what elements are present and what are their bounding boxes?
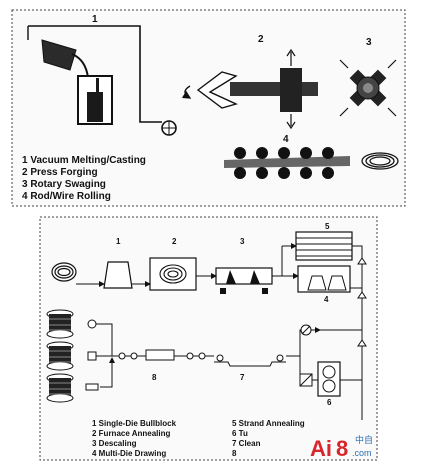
spool-3 bbox=[46, 373, 74, 403]
watermark-cn: 中自 bbox=[355, 434, 373, 445]
fig2-step-2: 2 bbox=[172, 237, 177, 246]
upper-process-line bbox=[76, 243, 367, 420]
wire-coil bbox=[361, 152, 399, 170]
fig1-step-2: 2 bbox=[258, 34, 264, 45]
fig2-step-6: 6 bbox=[327, 398, 332, 407]
fig1-legend-1: 1 Vacuum Melting/Casting bbox=[22, 155, 146, 166]
fig1-step-1: 1 bbox=[92, 14, 98, 25]
fig2-legend-5: 5 Strand Annealing bbox=[232, 419, 305, 428]
fig2-step-7: 7 bbox=[240, 373, 245, 382]
fig2-legend-7: 7 Clean bbox=[232, 439, 261, 448]
fig2-step-4: 4 bbox=[324, 295, 329, 304]
watermark-logo: Ai 8 中自 .com bbox=[310, 434, 373, 461]
tube-cleaning-unit bbox=[317, 361, 341, 397]
vacuum-melting-chamber bbox=[27, 25, 177, 136]
bullblock-die bbox=[103, 261, 133, 289]
fig1-legend-4: 4 Rod/Wire Rolling bbox=[22, 191, 111, 202]
fig1-legend-3: 3 Rotary Swaging bbox=[22, 179, 106, 190]
starting-coil bbox=[51, 262, 77, 282]
fig2-step-3: 3 bbox=[240, 237, 245, 246]
fig2-step-8: 8 bbox=[152, 373, 157, 382]
watermark-domain: .com bbox=[352, 448, 372, 458]
fig2-legend-2: 2 Furnace Annealing bbox=[92, 429, 171, 438]
fig2-legend-3: 3 Descaling bbox=[92, 439, 137, 448]
fig1-step-4: 4 bbox=[283, 134, 289, 145]
rotary-swaging-illustration bbox=[339, 59, 397, 117]
multi-die-drawing-machine bbox=[297, 265, 351, 293]
fig2-legend-4: 4 Multi-Die Drawing bbox=[92, 449, 166, 458]
figure-2-wire-drawing-line: 1 2 3 4 5 6 7 8 bbox=[39, 216, 378, 461]
spool-1 bbox=[46, 309, 74, 339]
rod-wire-rolling-illustration bbox=[224, 147, 399, 179]
press-forging-illustration bbox=[181, 48, 318, 130]
fig1-step-3: 3 bbox=[366, 37, 372, 48]
spool-2 bbox=[46, 341, 74, 371]
watermark-brand-suffix: 8 bbox=[336, 436, 348, 461]
fig2-legend-6: 6 Tu bbox=[232, 429, 248, 438]
fig2-legend-8: 8 bbox=[232, 449, 237, 458]
strand-annealing-furnace bbox=[295, 231, 353, 261]
fig2-legend-1: 1 Single-Die Bullblock bbox=[92, 419, 177, 428]
annealing-furnace bbox=[149, 257, 197, 291]
fig2-step-1: 1 bbox=[116, 237, 121, 246]
watermark-brand: Ai bbox=[310, 436, 332, 461]
fig2-step-5: 5 bbox=[325, 222, 330, 231]
fig1-legend-2: 2 Press Forging bbox=[22, 167, 98, 178]
output-spools bbox=[46, 309, 74, 403]
figure-1-powder-processing: 1 2 3 4 bbox=[11, 9, 406, 207]
